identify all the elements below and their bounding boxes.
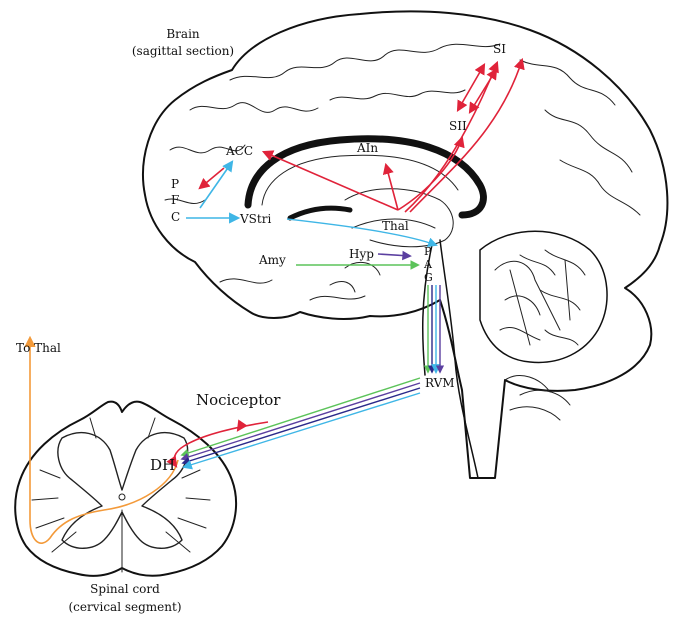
cerebellum	[479, 230, 608, 364]
pag-p-label: P	[424, 245, 432, 258]
acc-label: ACC	[225, 144, 253, 158]
spinal-cord-drawing	[14, 400, 238, 577]
vstri-label: VStri	[239, 212, 271, 226]
red-thal-to-ain-arrow	[382, 162, 399, 211]
red-thal-to-sii-arrow	[397, 135, 465, 211]
labels: Brain (sagittal section) SI SII ACC AIn …	[16, 27, 506, 614]
spinal-cord-outline	[14, 400, 238, 577]
red-sii-si-arrow-down	[468, 68, 498, 114]
green-rvm-to-dh	[180, 377, 421, 457]
pfc-p-label: P	[171, 177, 179, 191]
spinal-pathway-arrows	[24, 335, 421, 544]
cyan-vstri-to-pag-line	[286, 218, 438, 247]
brain-outline	[142, 10, 669, 479]
cyan-pfc-to-acc-arrow	[199, 160, 234, 209]
amy-label: Amy	[258, 253, 286, 267]
pfc-c-label: C	[171, 210, 180, 224]
orange-to-thal-arrow	[24, 335, 179, 544]
pag-g-label: G	[424, 271, 433, 284]
brain-title: Brain	[166, 27, 200, 41]
brain-drawing	[142, 10, 669, 479]
cyan-rvm-to-dh	[182, 392, 421, 470]
pfc-f-label: F	[171, 193, 179, 207]
rvm-label: RVM	[425, 376, 455, 390]
spinal-subtitle: (cervical segment)	[68, 600, 181, 614]
si-label: SI	[493, 42, 506, 56]
navy-rvm-to-dh	[181, 387, 421, 465]
purple-rvm-to-dh	[180, 382, 421, 461]
pathway-arrows	[186, 57, 525, 374]
to-thal-label: To Thal	[16, 341, 61, 355]
red-thal-to-si-arrow-b	[409, 57, 525, 213]
grey-matter	[57, 431, 189, 549]
pag-a-label: A	[423, 258, 433, 271]
hyp-label: Hyp	[349, 247, 374, 261]
red-acc-to-pfc-arrow	[198, 167, 225, 190]
thal-label: Thal	[382, 219, 409, 233]
red-thal-to-acc-arrow	[261, 150, 399, 211]
spinal-title: Spinal cord	[90, 582, 160, 596]
brain-subtitle: (sagittal section)	[132, 44, 234, 58]
corpus-callosum	[244, 135, 487, 219]
nociceptor-label: Nociceptor	[196, 391, 281, 409]
sii-label: SII	[449, 119, 467, 133]
ain-label: AIn	[356, 141, 378, 155]
purple-hyp-to-pag-arrow	[377, 250, 412, 261]
dh-label: DH	[150, 456, 175, 474]
